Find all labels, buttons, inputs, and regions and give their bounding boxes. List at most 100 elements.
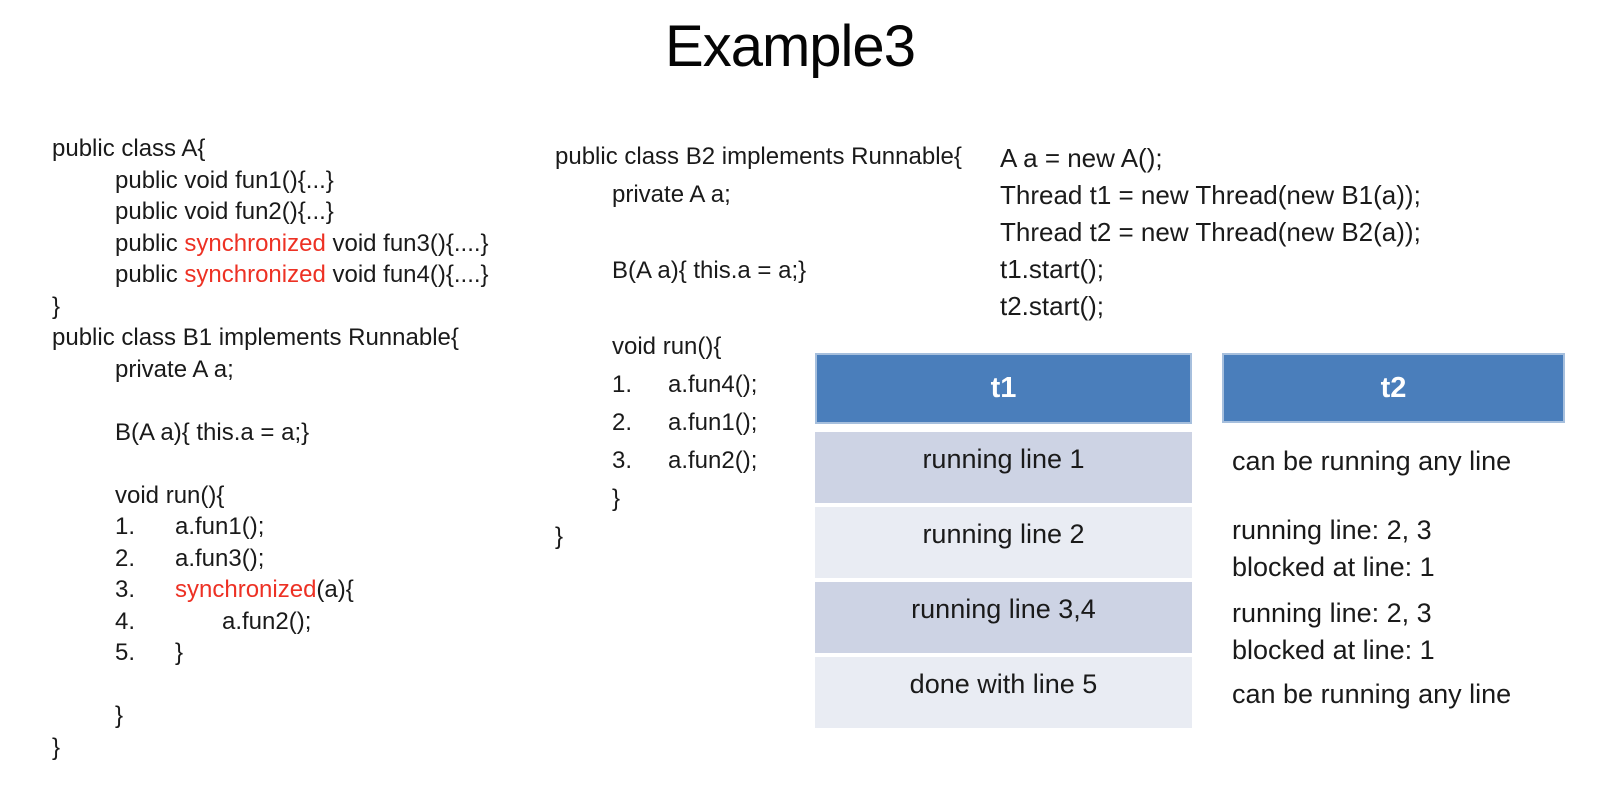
t2-header-cell: t2 [1222,353,1565,423]
code-line: public class B1 implements Runnable{ [52,322,489,354]
code-text: (a){ [316,576,354,603]
code-text: } [175,639,184,666]
t1-row: running line 3,4 [815,582,1192,653]
line-number: 1. [115,513,136,540]
code-text: a.fun2(); [222,607,312,635]
code-text: public class B1 implements Runnable{ [52,324,459,351]
code-line: 1. a.fun1(); [115,511,489,543]
t2-row-text: running line: 2, 3 [1232,515,1432,545]
t2-row-text: blocked at line: 1 [1232,552,1435,582]
code-line: public void fun2(){...} [115,196,489,228]
code-block-class-a-b1: public class A{ public void fun1(){...} … [52,133,489,763]
code-line: private A a; [612,176,962,214]
t1-header-label: t1 [990,372,1017,404]
code-text: Thread t1 = new Thread(new B1(a)); [1000,180,1421,210]
line-number: 3. [612,447,633,474]
code-line: Thread t2 = new Thread(new B2(a)); [1000,214,1421,251]
code-line: public class A{ [52,133,489,165]
code-line: } [52,732,489,764]
code-line: 5.} [115,637,489,669]
code-line: } [612,480,962,518]
code-text: public [115,261,185,288]
code-text: t1.start(); [1000,254,1105,284]
t1-row-text: running line 2 [922,519,1085,549]
code-line: 3. synchronized(a){ [115,574,489,606]
code-text: } [52,733,61,761]
code-line: 2.a.fun3(); [115,543,489,575]
keyword-synchronized: synchronized [184,229,326,257]
code-line: B(A a){ this.a = a;} [115,417,489,449]
line-number: 5. [115,639,136,666]
code-line-blank [555,290,962,328]
code-text: a.fun1(); [668,409,758,436]
keyword-synchronized: synchronized [175,576,317,603]
code-line: 2. a.fun1(); [612,404,962,442]
code-line: } [115,700,489,732]
code-line: 1.a.fun4(); [612,366,962,404]
t1-row-text: running line 1 [922,444,1085,474]
code-line: B(A a){ this.a = a;} [612,252,962,290]
t2-row: can be running any line [1222,656,1565,727]
code-line: private A a; [115,354,489,386]
t1-row: done with line 5 [815,657,1192,728]
code-text: public class B2 implements Runnable{ [555,143,962,170]
slide-title: Example3 [665,14,916,79]
code-text: void fun4(){....} [325,261,489,288]
code-text: B(A a){ this.a = a;} [612,257,807,284]
t1-row-text: done with line 5 [909,669,1098,699]
t2-row-text: running line: 2, 3 [1232,598,1432,628]
t1-row: running line 1 [815,432,1192,503]
code-text: B(A a){ this.a = a;} [115,418,310,446]
code-line-blank [52,448,489,480]
code-text: Thread t2 = new Thread(new B2(a)); [1000,217,1421,247]
t2-row: running line: 2, 3 blocked at line: 1 [1222,506,1565,582]
t2-row: running line: 2, 3 blocked at line: 1 [1222,581,1565,665]
line-number: 4. [115,607,136,635]
t2-row: can be running any line [1222,431,1565,502]
code-text: private A a; [612,181,731,208]
code-text: public class A{ [52,135,206,162]
keyword-synchronized: synchronized [184,261,326,288]
code-text: } [52,292,61,320]
code-line-blank [52,669,489,701]
code-line: 3. a.fun2(); [612,442,962,480]
code-text: private A a; [115,355,234,383]
code-text: a.fun1(); [175,513,265,540]
code-text: public void fun1(){...} [115,166,334,194]
code-line: A a = new A(); [1000,140,1421,177]
code-line-blank [52,385,489,417]
code-text: a.fun3(); [175,544,265,572]
t2-row-text: can be running any line [1232,446,1512,476]
code-line: void run(){ [612,328,962,366]
code-text: public void fun2(){...} [115,198,334,225]
thread-t1-table: t1 running line 1 running line 2 running… [815,353,1192,732]
code-block-class-b2: public class B2 implements Runnable{ pri… [555,138,962,556]
line-number: 2. [612,409,633,436]
code-text: public [115,229,185,257]
code-line: } [52,291,489,323]
code-text: a.fun2(); [668,447,758,474]
code-text: void run(){ [115,481,225,509]
t1-row-text: running line 3,4 [911,594,1096,624]
code-text: A a = new A(); [1000,143,1163,173]
code-line: public void fun1(){...} [115,165,489,197]
thread-t2-table: t2 can be running any line running line:… [1222,353,1565,731]
code-line-blank [555,214,962,252]
code-block-main: A a = new A(); Thread t1 = new Thread(ne… [1000,140,1421,325]
t1-header-cell: t1 [815,353,1192,424]
code-text: } [612,485,621,512]
code-line: public synchronized void fun4(){....} [115,259,489,291]
code-line: 4. a.fun2(); [115,606,489,638]
code-line: t2.start(); [1000,288,1421,325]
t2-row-text: blocked at line: 1 [1232,635,1435,665]
code-line: Thread t1 = new Thread(new B1(a)); [1000,177,1421,214]
code-text: void run(){ [612,333,722,360]
t2-row-text: can be running any line [1232,679,1512,709]
code-line: t1.start(); [1000,251,1421,288]
code-line: public synchronized void fun3(){....} [115,228,489,260]
line-number: 3. [115,576,136,603]
t1-row: running line 2 [815,507,1192,578]
code-text: void fun3(){....} [325,229,489,257]
code-text: } [115,702,124,729]
code-line: } [555,518,962,556]
